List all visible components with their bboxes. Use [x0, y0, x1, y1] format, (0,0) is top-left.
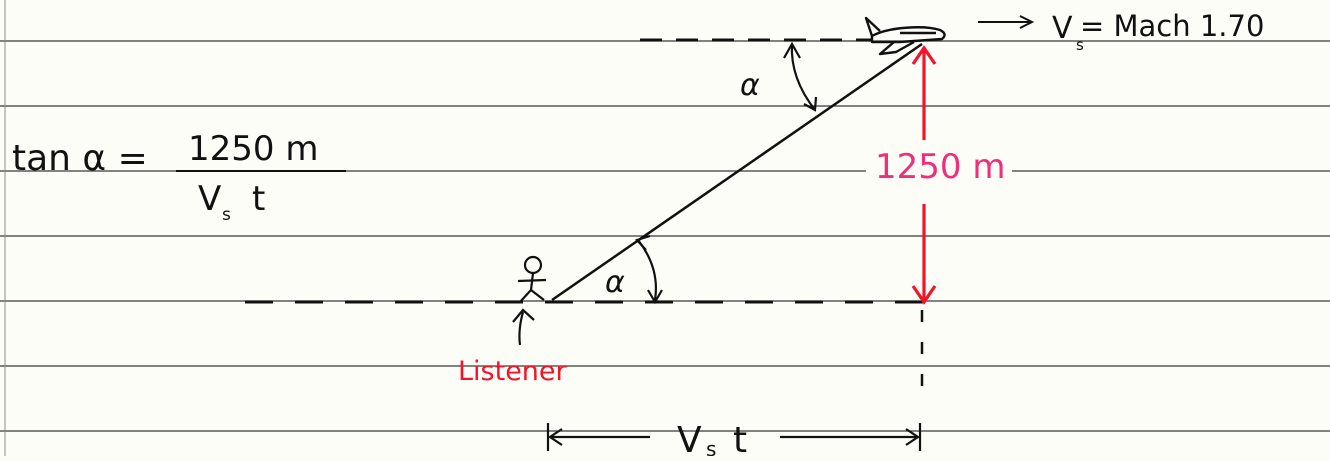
velocity-subscript: s — [1076, 36, 1084, 54]
angle-arc-bottom — [635, 234, 663, 305]
airplane-icon — [864, 16, 946, 56]
height-label: 1250 m — [875, 147, 1005, 187]
equation-denominator-t: t — [252, 179, 265, 219]
equation-denominator-v: V — [198, 179, 221, 219]
equation-numerator: 1250 m — [188, 129, 318, 169]
base-label-v: V — [677, 420, 702, 456]
base-label-subscript: s — [706, 437, 716, 456]
stick-figure-icon — [517, 255, 547, 303]
height-arrow — [911, 45, 937, 305]
velocity-arrow — [978, 15, 1035, 29]
height-label-background — [866, 142, 1012, 188]
base-dimension-arrow — [546, 423, 922, 451]
angle-arc-top — [783, 41, 818, 112]
equation-denominator-subscript: s — [222, 205, 231, 225]
ruled-lines — [0, 40, 1330, 432]
line-of-sight — [551, 42, 923, 302]
alpha-top-label: α — [740, 68, 760, 103]
listener-arrow — [512, 308, 535, 346]
velocity-symbol: V — [1052, 11, 1073, 46]
velocity-value: = Mach 1.70 — [1080, 9, 1264, 43]
listener-label: Listener — [458, 356, 568, 387]
alpha-bottom-label: α — [605, 265, 625, 300]
base-label-t: t — [733, 420, 747, 456]
equation-lhs: tan α = — [12, 138, 148, 179]
